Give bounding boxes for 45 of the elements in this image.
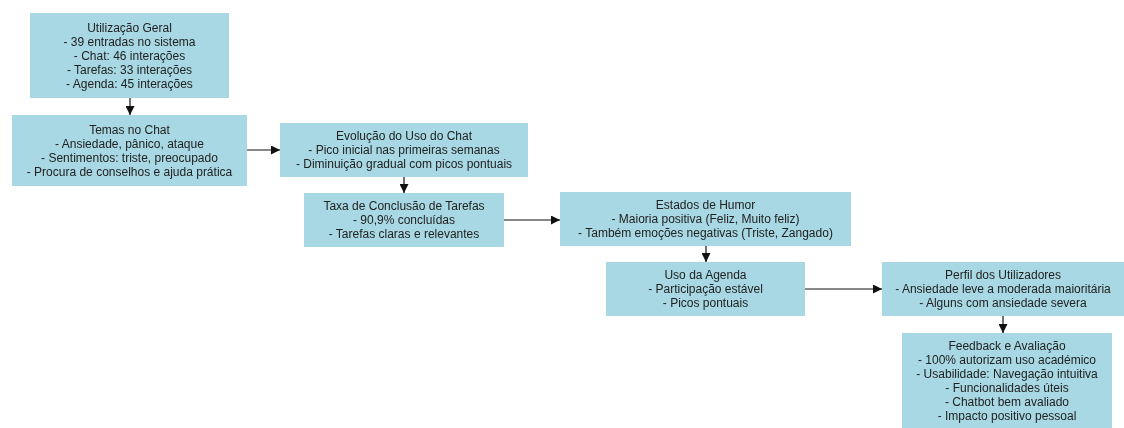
process-box (882, 262, 1124, 316)
box-heading: Uso da Agenda (664, 268, 747, 282)
arrow (701, 245, 711, 263)
box-heading: Perfil dos Utilizadores (944, 268, 1061, 282)
arrow (998, 315, 1008, 334)
arrow (804, 284, 883, 294)
process-box (606, 262, 805, 316)
bullet-text: - 39 entradas no sistema (63, 34, 196, 49)
bullet-text: - Pico inicial nas primeiras semanas (308, 143, 500, 157)
bullet-text: - Chatbot bem avaliado (944, 394, 1070, 409)
bullet-text: - Procura de conselhos e ajuda prática (26, 164, 233, 179)
process-box (560, 192, 851, 246)
bullet-text: - Agenda: 45 interações (66, 76, 193, 91)
arrow (125, 97, 135, 116)
box-heading: Evolução do Uso do Chat (335, 129, 473, 143)
bullet-text: - Sentimentos: triste, preocupado (41, 150, 218, 165)
box-heading: Temas no Chat (89, 122, 170, 137)
bullet-text: - Chat: 46 interações (73, 48, 186, 63)
bullet-text: - Usabilidade: Navegação intuitiva (916, 366, 1098, 381)
bullet-text: - Diminuição gradual com picos pontuais (295, 157, 513, 171)
bullet-text: - Também emoções negativas (Triste, Zangado) (578, 226, 833, 240)
bullet-text: - 100% autorizam uso académico (917, 352, 1097, 367)
box-heading: Feedback e Avaliação (948, 338, 1066, 353)
arrow (246, 145, 281, 155)
process-box (304, 193, 504, 247)
process-box (12, 115, 247, 186)
bullet-text: - Impacto positivo pessoal (937, 408, 1077, 423)
process-box (902, 333, 1112, 428)
bullet-text: - Funcionalidades úteis (945, 380, 1069, 395)
bullet-text: - Alguns com ansiedade severa (919, 296, 1087, 310)
bullet-text: - 90,9% concluídas (352, 213, 456, 227)
bullet-text: - Ansiedade leve a moderada maioritária (895, 282, 1111, 296)
bullet-text: - Participação estável (648, 282, 763, 296)
bullet-text: - Ansiedade, pânico, ataque (55, 136, 204, 151)
bullet-text: - Tarefas: 33 interações (66, 62, 193, 77)
process-box (280, 123, 528, 177)
arrow (503, 215, 561, 225)
box-heading: Utilização Geral (87, 20, 172, 35)
bullet-text: - Maioria positiva (Feliz, Muito feliz) (611, 212, 800, 226)
box-heading: Taxa de Conclusão de Tarefas (323, 199, 485, 213)
bullet-text: - Tarefas claras e relevantes (328, 227, 480, 241)
process-box (30, 13, 229, 98)
arrow (399, 176, 409, 194)
box-heading: Estados de Humor (655, 198, 756, 212)
bullet-text: - Picos pontuais (662, 296, 749, 310)
